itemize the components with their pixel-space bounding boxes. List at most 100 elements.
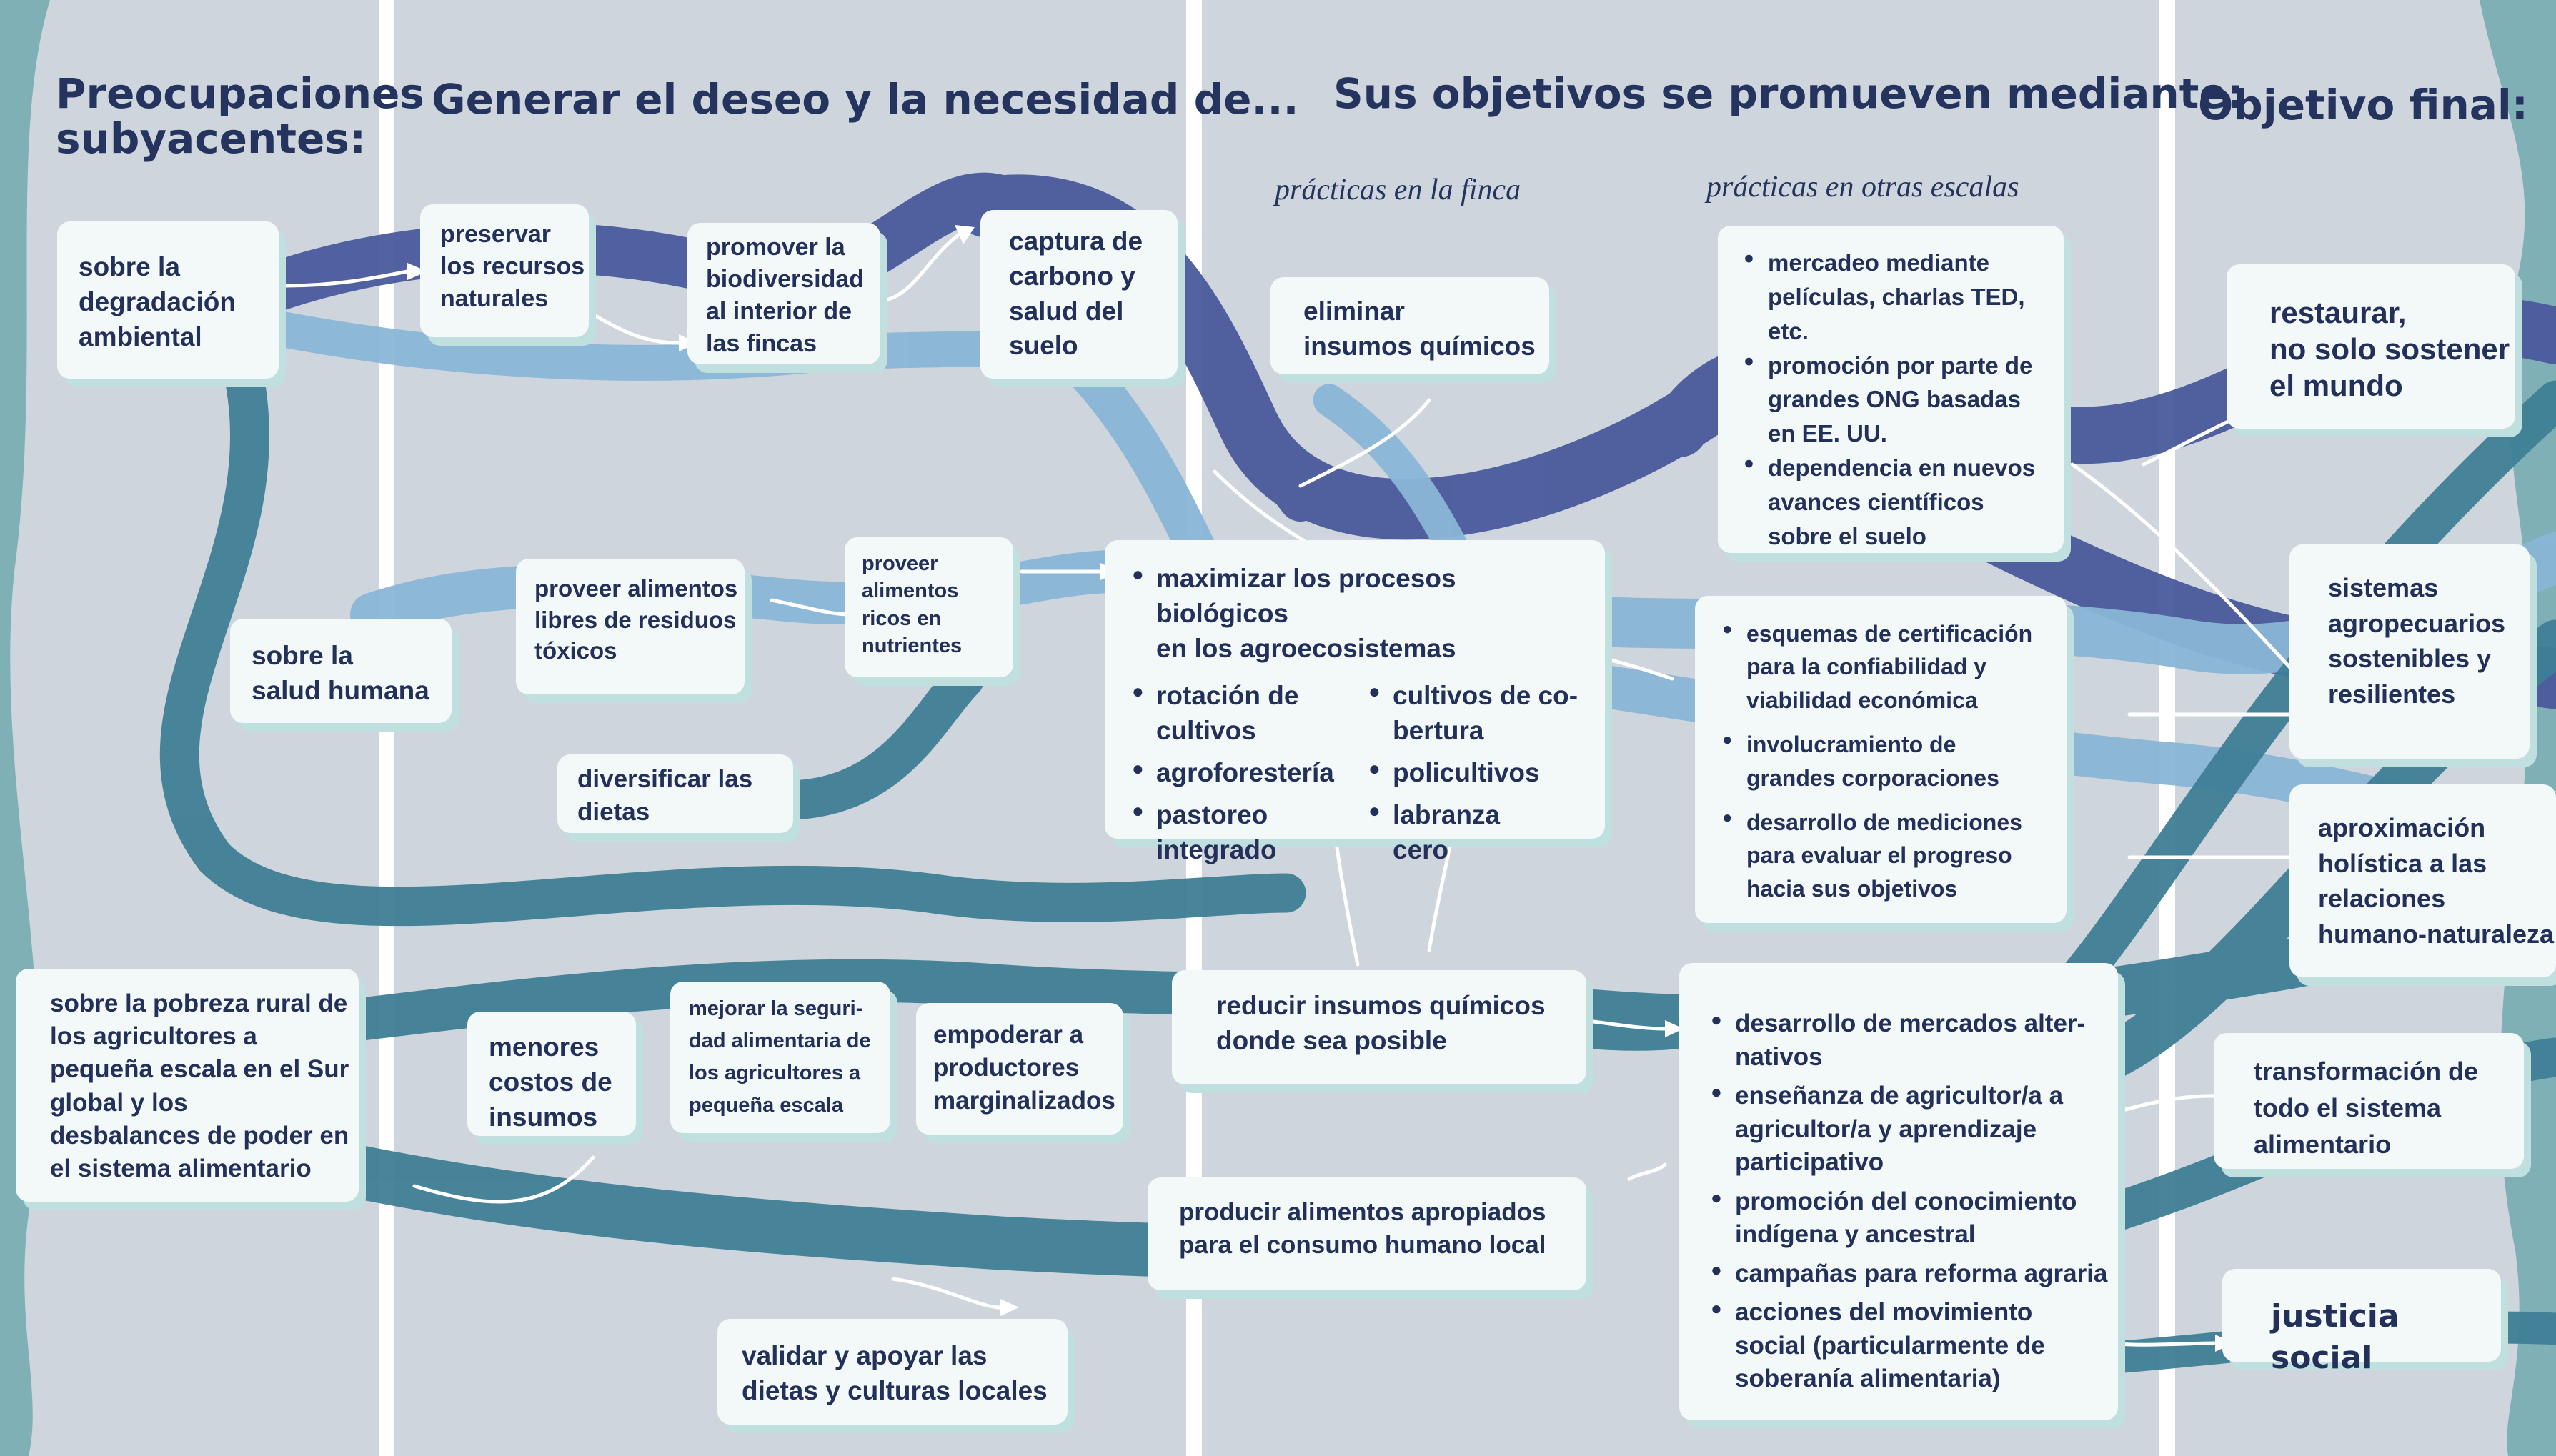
stream-teal [766, 659, 985, 820]
practice-no-till: labranza cero [1368, 798, 1591, 868]
flow-arrow [412, 1155, 595, 1204]
subheading-farm: prácticas en la finca [1275, 174, 1521, 206]
flow-arrow [2106, 1341, 2217, 1347]
need-preserve-label: preservar los recursos naturales [440, 221, 585, 312]
need-residue-free-food: proveer alimentos libres de residuos tóx… [516, 559, 745, 694]
concern-health: sobre la salud humana [230, 619, 452, 723]
flow-arrow [891, 1277, 1003, 1310]
practice-agroforestry: agroforestería [1132, 756, 1354, 791]
need-empower-label: empoderar a productores marginalizados [933, 1021, 1115, 1115]
need-lower-input-costs: menores costos de insumos [467, 1012, 636, 1136]
arrow-head [1000, 1299, 1019, 1316]
stream-teal [2052, 380, 2556, 1006]
goal-social-justice: justicia social [2222, 1269, 2501, 1376]
flow-arrow [1598, 655, 1674, 681]
stream-light [261, 311, 1090, 381]
left-wave [0, 0, 50, 1456]
marketing-list: mercadeo mediante películas, charlas TED… [1744, 246, 2052, 554]
need-diversify-label: diversificar las dietas [577, 765, 753, 827]
social-movements: acciones del movimiento social (particul… [1711, 1296, 2111, 1396]
need-food-security-label: mejorar la seguri- dad alimentaria de lo… [689, 997, 871, 1117]
maximize-intro-list: maximizar los procesos biológicos en los… [1132, 562, 1591, 666]
need-nutrient-rich-label: proveer alimentos ricos en nutrientes [862, 552, 963, 657]
need-carbon-label: captura de carbono y salud del suelo [1009, 226, 1143, 361]
need-preserve-resources: preservar los recursos naturales [420, 204, 589, 337]
need-validate-local-diets: validar y apoyar las dietas y culturas l… [717, 1319, 1068, 1425]
indigenous-knowledge: promoción del conocimiento indígena y an… [1711, 1185, 2111, 1252]
flow-arrow [770, 598, 852, 617]
flow-arrow [284, 269, 409, 288]
scale-movements-box: desarrollo de mercados alter- nativos en… [1679, 963, 2118, 1420]
need-lower-costs-label: menores costos de insumos [489, 1032, 612, 1132]
flow-arrow [591, 312, 681, 345]
practice-rotation: rotación de cultivos [1132, 679, 1354, 749]
need-food-security: mejorar la seguri- dad alimentaria de lo… [670, 982, 890, 1133]
goal-restore-label: restaurar, no solo sostener el mundo [2269, 296, 2510, 403]
marketing-ngos: promoción por parte de grandes ONG basad… [1744, 349, 2052, 452]
practice-eliminate-label: eliminar insumos químicos [1303, 296, 1536, 361]
practice-produce-local-food: producir alimentos apropiados para el co… [1148, 1177, 1586, 1290]
marketing-soil-science: dependencia en nuevos avances científico… [1744, 451, 2052, 554]
practice-reduce-chemicals: reducir insumos químicos donde sea posib… [1172, 970, 1586, 1084]
flow-arrow [884, 234, 960, 302]
stream-dark [254, 172, 1025, 311]
heading-goal: Objetivo final: [2198, 81, 2528, 129]
heading-concerns: Preocupaciones subyacentes: [56, 69, 424, 163]
progress-metrics: desarrollo de mediciones para evaluar el… [1722, 806, 2055, 905]
goal-justice-label: justicia social [2271, 1298, 2400, 1377]
marketing-media: mercadeo mediante películas, charlas TED… [1744, 246, 2052, 349]
stream-teal [159, 351, 1306, 927]
need-biodiversity-label: promover la biodiversidad al interior de… [706, 234, 865, 357]
concern-health-label: sobre la salud humana [252, 641, 429, 705]
maximize-practices-grid: rotación de cultivos agroforestería past… [1132, 679, 1591, 874]
arrow-head [407, 263, 427, 280]
concern-environment: sobre la degradación ambiental [57, 221, 279, 379]
alternative-markets: desarrollo de mercados alter- nativos [1711, 1007, 2111, 1074]
need-empower-producers: empoderar a productores marginalizados [916, 1003, 1123, 1135]
need-diversify-diets: diversificar las dietas [557, 754, 793, 833]
practice-maximize-biological: maximizar los procesos biológicos en los… [1105, 540, 1605, 864]
practice-polyculture: policultivos [1368, 756, 1591, 791]
practice-eliminate-chemicals: eliminar insumos químicos [1270, 277, 1549, 374]
concern-poverty: sobre la pobreza rural de los agricultor… [16, 969, 359, 1202]
need-residue-free-label: proveer alimentos libres de residuos tóx… [534, 575, 738, 664]
practice-produce-label: producir alimentos apropiados para el co… [1179, 1198, 1546, 1260]
practice-reduce-label: reducir insumos químicos donde sea posib… [1216, 991, 1546, 1055]
need-validate-label: validar y apoyar las dietas y culturas l… [742, 1341, 1048, 1405]
need-carbon-soil: captura de carbono y salud del suelo [980, 210, 1178, 379]
goal-resilient-label: sistemas agropecuarios sostenibles y res… [2328, 573, 2506, 709]
certification-schemes: esquemas de certificación para la confia… [1722, 617, 2055, 717]
maximize-intro: maximizar los procesos biológicos en los… [1132, 562, 1591, 666]
goal-transform-food-system: transformación de todo el sistema alimen… [2214, 1033, 2524, 1169]
right-wave [2480, 0, 2556, 1456]
practices-left-list: rotación de cultivos agroforestería past… [1132, 679, 1354, 874]
need-biodiversity: promover la biodiversidad al interior de… [687, 223, 880, 364]
need-nutrient-rich-food: proveer alimentos ricos en nutrientes [845, 537, 1013, 677]
flow-arrow [2070, 462, 2296, 674]
goal-holistic-label: aproximación holística a las relaciones … [2318, 813, 2555, 949]
concern-environment-label: sobre la degradación ambiental [79, 252, 236, 351]
concern-poverty-label: sobre la pobreza rural de los agricultor… [50, 989, 349, 1182]
heading-needs: Generar el deseo y la necesidad de... [432, 75, 1299, 124]
practice-grazing: pastoreo integrado [1132, 798, 1354, 868]
stream-light [350, 550, 1136, 636]
flow-arrow [1627, 1162, 1667, 1181]
goal-holistic-approach: aproximación holística a las relaciones … [2289, 784, 2556, 977]
farmer-to-farmer: enseñanza de agricultor/a a agricultor/a… [1711, 1079, 2111, 1180]
flow-arrow [1298, 398, 1431, 488]
practice-cover-crops: cultivos de co- bertura [1368, 679, 1591, 749]
movements-list: desarrollo de mercados alter- nativos en… [1711, 1007, 2111, 1396]
heading-practices: Sus objetivos se promueven mediante: [1333, 69, 2244, 118]
goal-restore-world: restaurar, no solo sostener el mundo [2227, 264, 2515, 429]
land-reform: campañas para reforma agraria [1711, 1257, 2111, 1291]
certification-list: esquemas de certificación para la confia… [1722, 617, 2055, 905]
goal-resilient-systems: sistemas agropecuarios sostenibles y res… [2289, 544, 2530, 759]
column-divider [2159, 0, 2175, 1456]
scale-certification-box: esquemas de certificación para la confia… [1695, 596, 2067, 923]
corporate-involvement: involucramiento de grandes corporaciones [1722, 728, 2055, 794]
arrow-head [955, 225, 975, 244]
flow-arrow [1591, 1019, 1667, 1031]
flow-arrow [1213, 469, 1310, 545]
arrow-head [1665, 1020, 1684, 1037]
